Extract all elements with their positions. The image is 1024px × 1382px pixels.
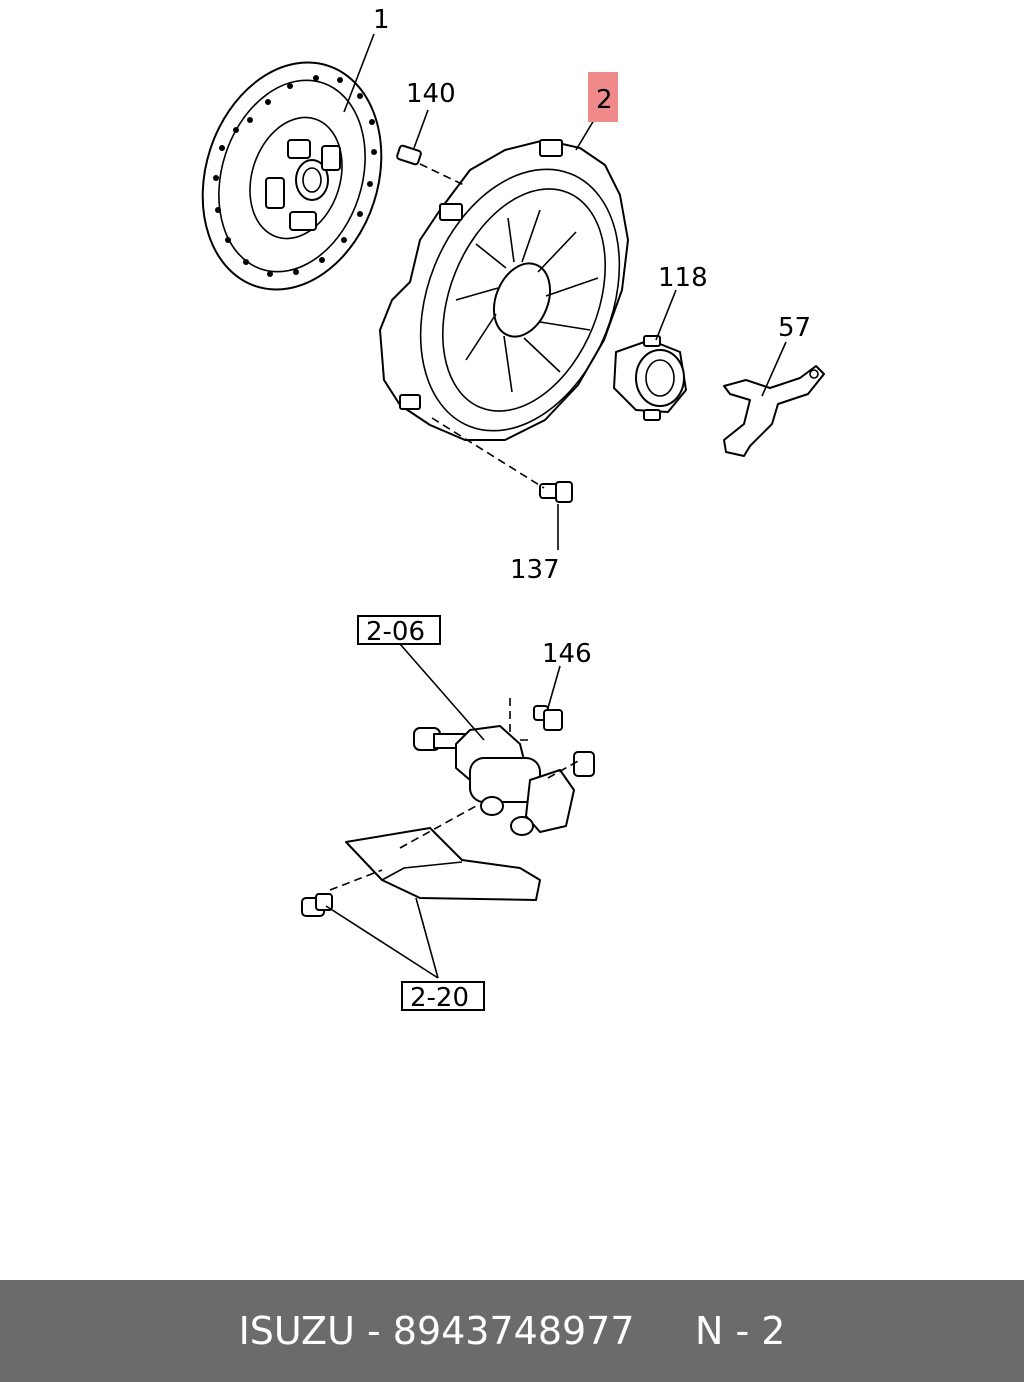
footer-separator: -: [354, 1309, 393, 1353]
leader-lines: [325, 33, 787, 979]
footer-gap: [635, 1309, 695, 1353]
footer-bar: ISUZU - 8943748977 N - 2: [0, 1280, 1024, 1382]
callout-57: 57: [778, 313, 811, 343]
exploded-clutch-diagram: 1 2 140 118 57 137 146 2-06 2-20: [174, 5, 825, 1013]
callout-118: 118: [658, 263, 708, 293]
footer-part-number: 8943748977: [392, 1309, 635, 1353]
slave-cylinder-part[interactable]: [413, 698, 595, 836]
callout-146: 146: [542, 639, 592, 669]
callout-2-06: 2-06: [366, 617, 425, 647]
callout-2: 2: [596, 85, 613, 115]
dowel-pin-part[interactable]: [396, 144, 422, 166]
highlighted-callout-bg: [588, 72, 618, 122]
ref-box-2-20: [401, 981, 485, 1011]
ref-box-2-06: [357, 615, 441, 645]
release-fork-part[interactable]: [723, 365, 825, 457]
footer-brand: ISUZU: [238, 1309, 355, 1353]
release-bearing-part[interactable]: [613, 335, 687, 421]
callout-1: 1: [373, 5, 390, 35]
heat-shield-part[interactable]: [301, 805, 541, 917]
clutch-disc-part[interactable]: [174, 39, 409, 313]
callout-2-20: 2-20: [410, 983, 469, 1013]
callout-140: 140: [406, 79, 456, 109]
callout-137: 137: [510, 555, 560, 585]
footer-ref: N - 2: [694, 1309, 786, 1353]
cylinder-bolt-part[interactable]: [533, 705, 563, 731]
cover-bolt-part[interactable]: [539, 481, 573, 503]
clutch-cover-part[interactable]: [379, 139, 656, 460]
